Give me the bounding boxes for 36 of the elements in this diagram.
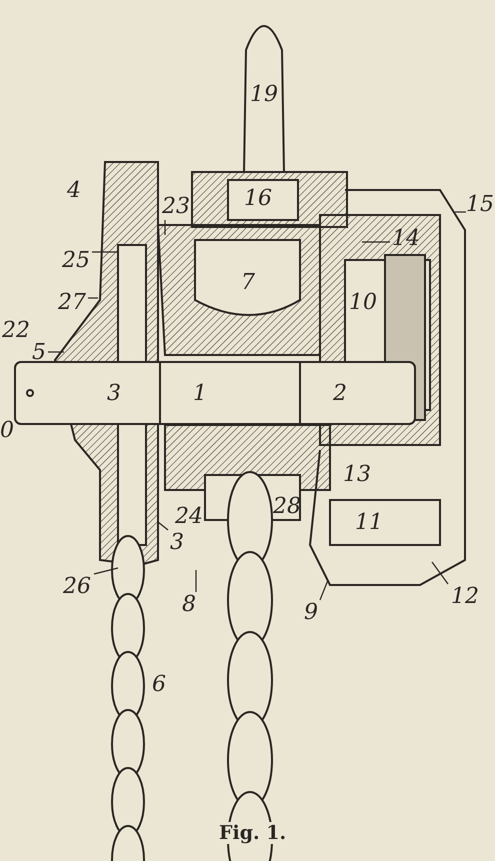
callout-number: 16	[243, 186, 273, 212]
callout-number: 3	[106, 381, 122, 407]
leader-line	[92, 251, 118, 253]
callout-number: 4	[66, 178, 82, 204]
callout-number: 13	[342, 462, 372, 488]
callout-number: 2	[332, 381, 348, 407]
callout-number: 8	[180, 592, 198, 618]
leader-line	[432, 562, 448, 584]
callout-number: 23	[161, 194, 191, 220]
leader-line	[158, 522, 168, 530]
callout-number: 1	[192, 381, 208, 407]
leader-line	[94, 567, 118, 575]
leader-line	[164, 220, 166, 235]
callout-number: 3	[168, 530, 186, 556]
callout-number: 0	[0, 418, 14, 444]
callout-number: 15	[466, 192, 494, 218]
callout-number: 22	[1, 318, 31, 344]
callout-number: 6	[151, 672, 167, 698]
callout-number: 10	[348, 290, 378, 316]
callout-number: 7	[240, 270, 256, 296]
callout-number: 9	[302, 600, 320, 626]
leader-line	[319, 580, 329, 600]
callout-number: 11	[354, 510, 384, 536]
callout-number: 24	[174, 504, 204, 530]
leader-line	[88, 297, 98, 299]
leader-line	[195, 570, 197, 592]
leader-line	[455, 211, 466, 213]
callout-number: 25	[60, 248, 92, 274]
callout-number: 12	[448, 584, 482, 610]
callout-number: 19	[250, 82, 278, 108]
callout-number: 27	[56, 290, 88, 316]
leader-line	[362, 241, 390, 243]
callout-number: 28	[272, 494, 302, 520]
leader-line	[48, 351, 64, 353]
callout-number: 5	[30, 340, 48, 366]
callout-number: 26	[60, 574, 94, 600]
